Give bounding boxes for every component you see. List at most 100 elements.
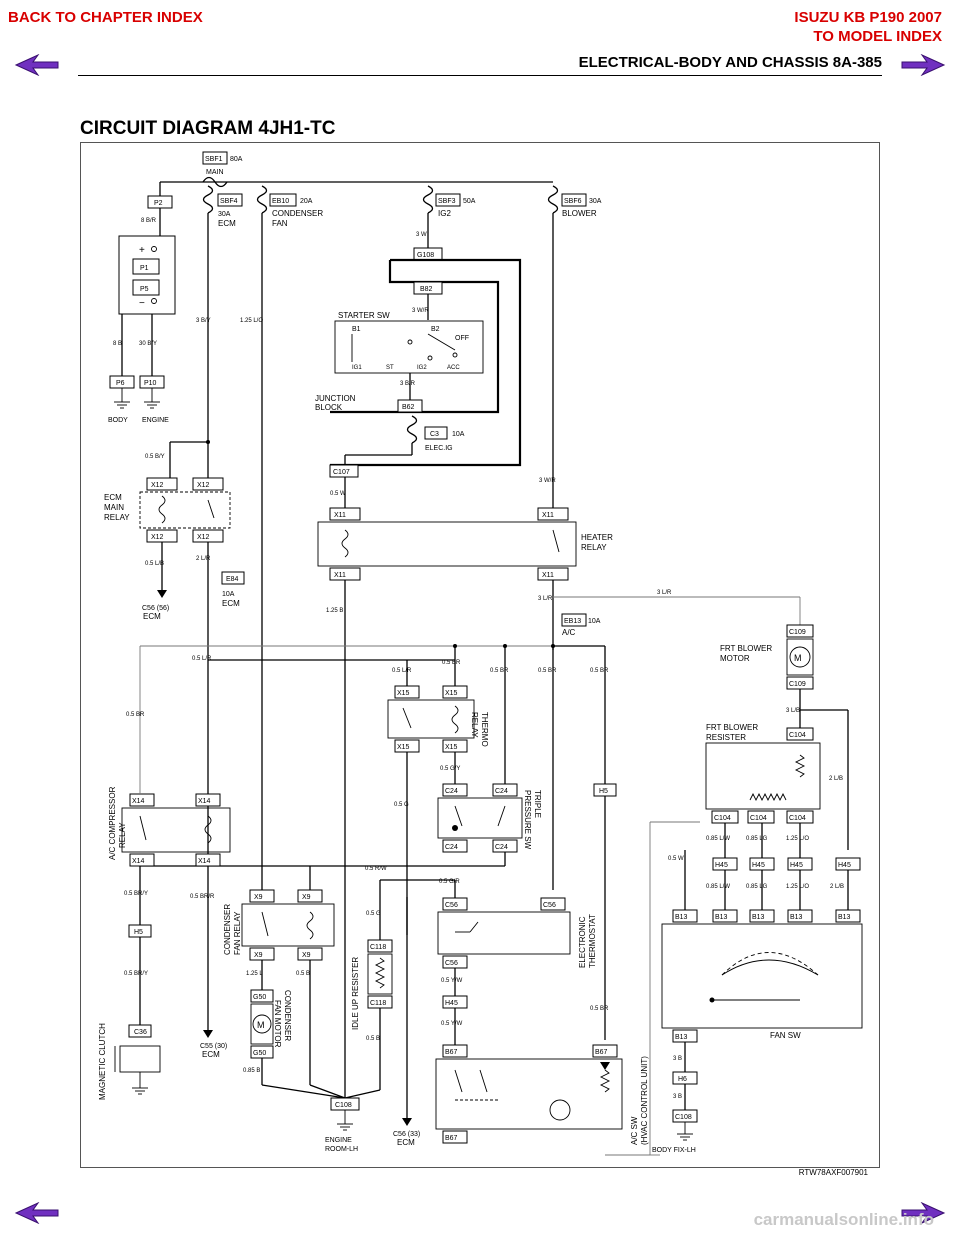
svg-text:C24: C24: [445, 844, 458, 851]
svg-text:FAN: FAN: [272, 219, 288, 228]
svg-text:G50: G50: [253, 1050, 266, 1057]
fuse-sbf3: SBF3 50A IG2: [422, 185, 476, 218]
svg-text:C104: C104: [789, 732, 806, 739]
ac-switch-hvac-control-unit: B67 B67 B67 A/C SW (HVAC CONTROL UNIT): [435, 1044, 649, 1145]
svg-text:H45: H45: [715, 862, 728, 869]
svg-text:B62: B62: [402, 404, 415, 411]
svg-text:C118: C118: [370, 944, 386, 951]
fuse-sbf1: SBF1 80A MAIN: [202, 151, 243, 188]
svg-text:JUNCTION: JUNCTION: [315, 394, 356, 403]
prev-page-arrow-icon[interactable]: [14, 1202, 60, 1224]
condenser-fan-relay: X9 X9 X9 X9 CONDENSER FAN RELAY: [223, 889, 335, 961]
svg-text:−: −: [139, 298, 145, 309]
svg-text:CONDENSER: CONDENSER: [223, 904, 232, 955]
svg-text:X15: X15: [445, 690, 458, 697]
svg-text:0.85 L/W: 0.85 L/W: [706, 884, 730, 890]
svg-text:H5: H5: [134, 929, 143, 936]
svg-text:EB10: EB10: [272, 198, 289, 205]
svg-text:C55 (30): C55 (30): [200, 1043, 227, 1050]
svg-text:X15: X15: [397, 744, 410, 751]
svg-text:FAN MOTOR: FAN MOTOR: [273, 1000, 282, 1048]
svg-text:3 W: 3 W: [416, 232, 427, 238]
ground-icon: [114, 388, 130, 409]
svg-text:ELEC.IG: ELEC.IG: [425, 445, 453, 452]
svg-text:H45: H45: [838, 862, 851, 869]
svg-text:0.85 LG: 0.85 LG: [746, 836, 768, 842]
svg-text:EB13: EB13: [564, 618, 581, 625]
svg-text:OFF: OFF: [455, 335, 469, 342]
svg-text:SBF4: SBF4: [220, 198, 238, 205]
electronic-thermostat: 0.5 G/R C56 C56 C56 ELECTRONIC THERMOSTA…: [437, 879, 597, 969]
svg-text:HEATER: HEATER: [581, 533, 613, 542]
svg-text:C107: C107: [333, 469, 350, 476]
svg-text:IG1: IG1: [352, 365, 362, 371]
ground-icon: [677, 1122, 693, 1141]
svg-text:ACC: ACC: [447, 365, 460, 371]
svg-text:10A: 10A: [452, 431, 465, 438]
fuse-e84: E84 10A ECM: [221, 571, 245, 608]
svg-text:H45: H45: [445, 1000, 458, 1007]
svg-text:P10: P10: [144, 380, 157, 387]
svg-text:3 L/R: 3 L/R: [657, 590, 672, 596]
svg-text:0.5 Y/W: 0.5 Y/W: [441, 1021, 463, 1027]
svg-text:X11: X11: [542, 572, 554, 579]
thermo-relay: 0.5 L/R 0.5 BR X15 X15 X15 X15 THERMO RE…: [387, 660, 489, 753]
svg-text:X9: X9: [254, 952, 263, 959]
svg-text:ECM: ECM: [202, 1050, 220, 1059]
svg-text:ENGINE: ENGINE: [142, 417, 169, 424]
svg-text:X12: X12: [197, 482, 210, 489]
svg-text:X9: X9: [254, 894, 263, 901]
motor-icon: [252, 1014, 272, 1034]
svg-text:B13: B13: [715, 914, 728, 921]
svg-text:30 B/Y: 30 B/Y: [139, 341, 157, 347]
svg-text:C56: C56: [445, 902, 458, 909]
to-model-index-link[interactable]: TO MODEL INDEX: [813, 28, 942, 45]
junction-block-outline: [330, 258, 522, 467]
motor-icon: [789, 646, 811, 668]
svg-text:3 B: 3 B: [673, 1094, 682, 1100]
svg-text:0.5 BR: 0.5 BR: [590, 1006, 609, 1012]
svg-text:BLOCK: BLOCK: [315, 403, 343, 412]
svg-text:B13: B13: [752, 914, 765, 921]
svg-text:0.5 G: 0.5 G: [366, 911, 381, 917]
model-year-link[interactable]: ISUZU KB P190 2007: [794, 9, 942, 26]
svg-text:50A: 50A: [463, 198, 476, 205]
svg-text:0.85 L/W: 0.85 L/W: [706, 836, 730, 842]
prev-page-arrow-icon[interactable]: [14, 54, 60, 76]
svg-text:C3: C3: [430, 431, 439, 438]
svg-text:0.5 L/R: 0.5 L/R: [192, 656, 212, 662]
svg-text:3 L/B: 3 L/B: [786, 708, 800, 714]
svg-text:0.5 BR/Y: 0.5 BR/Y: [124, 891, 148, 897]
svg-text:M: M: [794, 653, 802, 663]
fuse-sbf6: SBF6 30A BLOWER: [547, 185, 602, 218]
svg-text:ECM: ECM: [143, 612, 161, 621]
starter-switch: STARTER SW B1 B2 IG1 ST IG2 ACC OFF: [334, 311, 484, 374]
section-header: ELECTRICAL-BODY AND CHASSIS 8A-385: [578, 54, 882, 71]
svg-text:+: +: [139, 245, 145, 256]
idle-up-resister: C118 C118 IDLE UP RESISTER: [351, 939, 393, 1030]
svg-text:X14: X14: [198, 858, 211, 865]
svg-text:10A: 10A: [588, 618, 601, 625]
svg-text:X12: X12: [197, 534, 210, 541]
svg-text:X11: X11: [334, 512, 346, 519]
svg-text:SBF3: SBF3: [438, 198, 456, 205]
svg-text:C36: C36: [134, 1029, 147, 1036]
svg-text:CONDENSER: CONDENSER: [283, 990, 292, 1041]
next-page-arrow-icon[interactable]: [900, 1202, 946, 1224]
svg-text:IG2: IG2: [438, 209, 451, 218]
svg-text:1.25 L: 1.25 L: [246, 971, 263, 977]
svg-text:P1: P1: [140, 265, 149, 272]
svg-text:X12: X12: [151, 482, 164, 489]
svg-text:C109: C109: [789, 681, 806, 688]
svg-text:0.5 BR: 0.5 BR: [490, 668, 509, 674]
svg-text:X11: X11: [334, 572, 346, 579]
header-divider: [78, 75, 882, 76]
svg-text:X14: X14: [198, 798, 211, 805]
svg-text:MAGNETIC CLUTCH: MAGNETIC CLUTCH: [98, 1023, 107, 1100]
next-page-arrow-icon[interactable]: [900, 54, 946, 76]
back-to-chapter-index-link[interactable]: BACK TO CHAPTER INDEX: [8, 9, 203, 26]
watermark: carmanualsonline.info: [753, 1210, 934, 1229]
svg-text:0.5 BR/Y: 0.5 BR/Y: [124, 971, 148, 977]
circuit-diagram-frame: [80, 142, 880, 1168]
svg-text:ST: ST: [386, 365, 394, 371]
